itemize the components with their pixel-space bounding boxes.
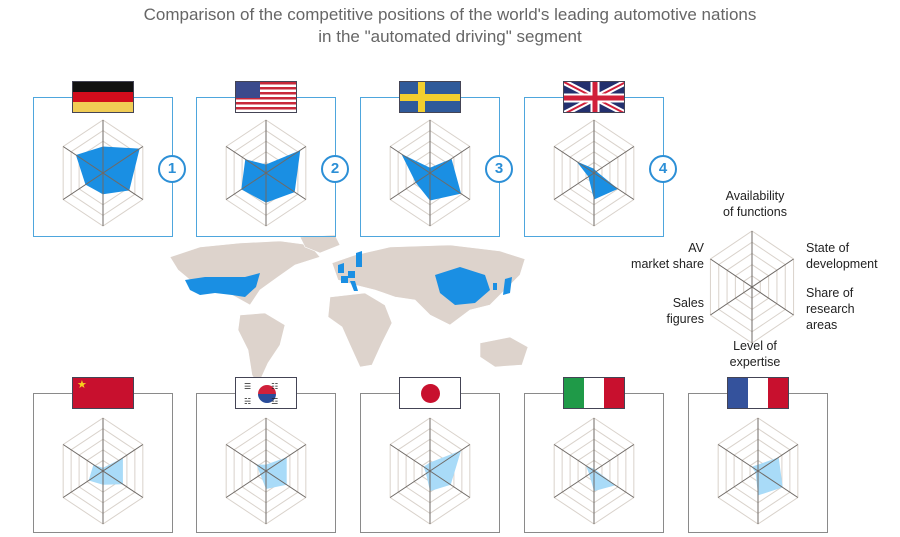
country-chart-united-kingdom: 4 [524, 81, 677, 237]
map-japan [503, 277, 512, 295]
radar-axis [62, 146, 144, 200]
radar-chart [389, 119, 471, 227]
flag-china: ★ [72, 377, 134, 409]
radar-chart [225, 119, 307, 227]
legend-text: expertise [729, 355, 781, 369]
radar-area [576, 161, 618, 200]
flag-south-korea: ☰ ☷☵ ☲ [235, 377, 297, 409]
map-uk [338, 263, 344, 273]
radar-area [751, 457, 783, 496]
legend-text: AV [688, 241, 704, 255]
country-chart-usa: 2 [196, 81, 349, 237]
map-france [341, 276, 348, 283]
map-italy [350, 281, 358, 291]
legend-text: Level of [733, 339, 777, 353]
radar-axis [225, 146, 307, 200]
radar-chart [553, 119, 635, 227]
rank-badge: 4 [649, 155, 677, 183]
legend-text: areas [806, 318, 838, 332]
radar-area [586, 465, 616, 492]
radar-chart [62, 119, 144, 227]
title-line-1: Comparison of the competitive positions … [143, 5, 757, 24]
legend-text: research [806, 302, 855, 316]
legend-text: Share of [806, 286, 854, 300]
world-map [169, 235, 529, 386]
country-chart-japan [360, 377, 500, 533]
legend-label-market-share: AV market share [620, 240, 704, 272]
country-chart-france [688, 377, 828, 533]
radar-axis [717, 444, 799, 498]
radar-axis [553, 146, 635, 200]
map-sweden [356, 251, 362, 267]
legend-text: Sales [672, 296, 704, 310]
legend-text: of functions [723, 205, 787, 219]
radar-chart [225, 417, 307, 525]
country-chart-germany: 1 [33, 81, 186, 237]
map-eurasia [331, 244, 526, 326]
flag-japan [399, 377, 461, 409]
chart-title: Comparison of the competitive positions … [0, 4, 900, 48]
rank-badge: 1 [158, 155, 186, 183]
radar-axis [553, 444, 635, 498]
flag-france [727, 377, 789, 409]
radar-axis [710, 258, 794, 316]
radar-chart [553, 417, 635, 525]
radar-axis [62, 444, 144, 498]
map-china [435, 267, 490, 305]
axis-legend: Availability of functions State of develop… [620, 185, 890, 375]
radar-area [401, 153, 462, 201]
radar-chart [389, 417, 471, 525]
country-chart-china: ★ [33, 377, 173, 533]
rank-badge: 2 [321, 155, 349, 183]
radar-axis [389, 444, 471, 498]
legend-text: Availability [725, 189, 785, 203]
title-line-2: in the "automated driving" segment [318, 27, 582, 46]
flag-italy [563, 377, 625, 409]
legend-label-expertise: Level of expertise [715, 338, 795, 370]
map-australia [479, 336, 529, 368]
legend-radar [709, 230, 795, 344]
radar-area [256, 457, 287, 490]
map-africa [327, 292, 393, 368]
legend-label-sales: Sales figures [640, 295, 704, 327]
flag-usa [235, 81, 297, 113]
legend-label-availability: Availability of functions [715, 188, 795, 220]
legend-text: development [806, 257, 878, 271]
flag-germany [72, 81, 134, 113]
map-germany [348, 271, 355, 278]
map-greenland [299, 235, 341, 254]
map-usa [185, 273, 260, 297]
radar-area [423, 450, 462, 492]
radar-axis [389, 146, 471, 200]
legend-text: figures [666, 312, 704, 326]
legend-text: State of [806, 241, 850, 255]
radar-chart [62, 417, 144, 525]
legend-label-research: Share of research areas [806, 285, 855, 333]
map-korea [493, 283, 497, 290]
country-chart-sweden: 3 [360, 81, 513, 237]
country-chart-south-korea: ☰ ☷☵ ☲ [196, 377, 336, 533]
rank-badge: 3 [485, 155, 513, 183]
flag-united-kingdom [563, 81, 625, 113]
legend-label-state: State of development [806, 240, 878, 272]
flag-sweden [399, 81, 461, 113]
map-south-america [237, 312, 286, 386]
legend-text: market share [631, 257, 704, 271]
radar-chart [717, 417, 799, 525]
country-chart-italy [524, 377, 664, 533]
radar-axis [225, 444, 307, 498]
